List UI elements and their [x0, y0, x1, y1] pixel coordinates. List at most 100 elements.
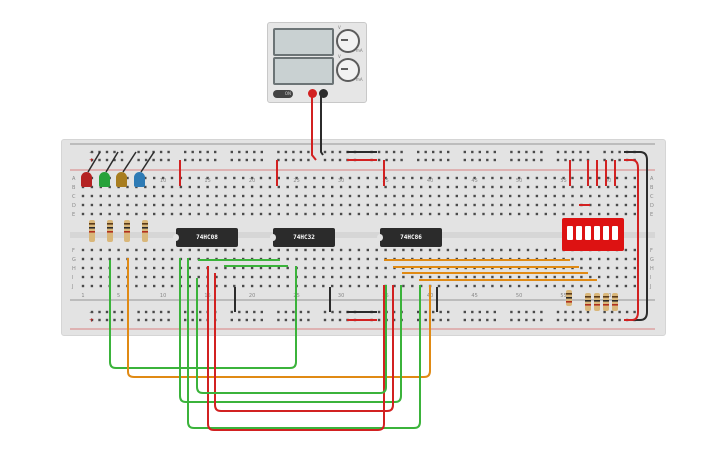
power-button[interactable]: ON: [273, 90, 293, 98]
breadboard-hole: [589, 212, 592, 216]
breadboard-hole: [455, 284, 458, 288]
green-wire[interactable]: [187, 258, 421, 429]
rail-hole: [417, 158, 420, 162]
rail-hole: [191, 158, 194, 162]
rail-hole: [90, 318, 94, 322]
dip-toggle[interactable]: [585, 226, 591, 240]
rail-hole: [105, 158, 109, 162]
breadboard-hole: [286, 185, 289, 189]
green-wire[interactable]: [196, 278, 387, 394]
led-blue-icon[interactable]: [134, 172, 145, 187]
resistor-band: [566, 297, 572, 299]
knob-label: V: [338, 54, 341, 59]
breadboard-hole: [571, 194, 574, 198]
breadboard-hole: [313, 284, 316, 288]
rail-wire-red[interactable]: [624, 159, 639, 321]
led-yellow-icon[interactable]: [116, 172, 127, 187]
breadboard-hole: [535, 275, 539, 279]
rail-hole: [323, 310, 327, 314]
rail-hole: [463, 318, 466, 322]
breadboard-hole: [633, 257, 636, 261]
breadboard-hole: [375, 284, 378, 288]
breadboard-hole: [375, 248, 378, 252]
column-number: 10: [160, 293, 166, 299]
breadboard-hole: [526, 194, 530, 198]
rail-hole: [618, 310, 621, 314]
rail-hole: [517, 318, 521, 322]
chip-74hc32[interactable]: 74HC32: [270, 228, 335, 247]
resistor-icon[interactable]: [612, 293, 618, 311]
led-green-icon[interactable]: [99, 172, 110, 187]
breadboard-hole: [526, 248, 530, 252]
rail-hole: [292, 150, 295, 154]
negative-terminal-icon[interactable]: [319, 89, 328, 98]
rail-hole: [439, 150, 442, 154]
breadboard-hole: [250, 266, 254, 270]
breadboard-hole: [357, 275, 361, 279]
power-wire-black[interactable]: [320, 92, 324, 156]
breadboard-hole: [126, 185, 129, 189]
rail-hole: [525, 310, 528, 314]
breadboard-hole: [482, 248, 485, 252]
rail-hole: [385, 150, 388, 154]
breadboard-hole: [144, 284, 147, 288]
breadboard-hole: [90, 257, 94, 261]
rail-hole: [564, 318, 567, 322]
resistor-icon[interactable]: [585, 293, 591, 311]
dip-toggle[interactable]: [612, 226, 618, 240]
breadboard-hole: [491, 284, 494, 288]
dip-toggle[interactable]: [603, 226, 609, 240]
breadboard-hole: [420, 248, 423, 252]
breadboard-hole: [357, 194, 361, 198]
rail-hole: [137, 150, 140, 154]
rail-wire-black[interactable]: [624, 151, 648, 321]
breadboard-hole: [90, 212, 94, 216]
breadboard-hole: [411, 185, 414, 189]
led-red-icon[interactable]: [81, 172, 92, 187]
breadboard-hole: [259, 275, 263, 279]
dip-switch[interactable]: [562, 218, 624, 251]
breadboard-hole: [286, 266, 289, 270]
green-wire[interactable]: [109, 260, 297, 369]
orange-wire[interactable]: [127, 258, 431, 378]
power-wire-red[interactable]: [311, 92, 317, 161]
breadboard-hole: [331, 275, 334, 279]
rail-hole: [338, 158, 342, 162]
breadboard-hole: [286, 203, 289, 207]
breadboard-hole: [446, 176, 450, 180]
resistor-band: [585, 296, 591, 298]
rail-hole: [144, 158, 148, 162]
voltage-knob-icon[interactable]: [336, 29, 360, 53]
breadboard-hole: [464, 275, 467, 279]
red-wire[interactable]: [207, 266, 385, 431]
rail-hole: [618, 158, 621, 162]
rail-hole: [556, 318, 560, 322]
breadboard-hole: [535, 203, 539, 207]
green-wire[interactable]: [179, 258, 402, 403]
breadboard-hole: [446, 212, 450, 216]
breadboard-hole: [170, 284, 174, 288]
dip-toggle[interactable]: [576, 226, 582, 240]
breadboard-hole: [197, 284, 200, 288]
resistor-icon[interactable]: [603, 293, 609, 311]
breadboard-hole: [606, 266, 610, 270]
breadboard-hole: [144, 212, 147, 216]
chip-74hc08[interactable]: 74HC08: [173, 228, 238, 247]
breadboard-hole: [348, 257, 352, 261]
breadboard-hole: [580, 266, 583, 270]
resistor-icon[interactable]: [594, 293, 600, 311]
rail-hole: [525, 150, 528, 154]
breadboard-hole: [393, 194, 396, 198]
breadboard-hole: [161, 275, 165, 279]
breadboard-hole: [357, 203, 361, 207]
current-knob-icon[interactable]: [336, 58, 360, 82]
dip-toggle[interactable]: [594, 226, 600, 240]
rail-hole: [579, 310, 582, 314]
chip-74hc86[interactable]: 74HC86: [377, 228, 442, 247]
dip-toggle[interactable]: [567, 226, 573, 240]
red-wire[interactable]: [214, 273, 394, 412]
breadboard-hole: [598, 212, 601, 216]
breadboard-hole: [348, 176, 352, 180]
resistor-band: [124, 227, 130, 229]
